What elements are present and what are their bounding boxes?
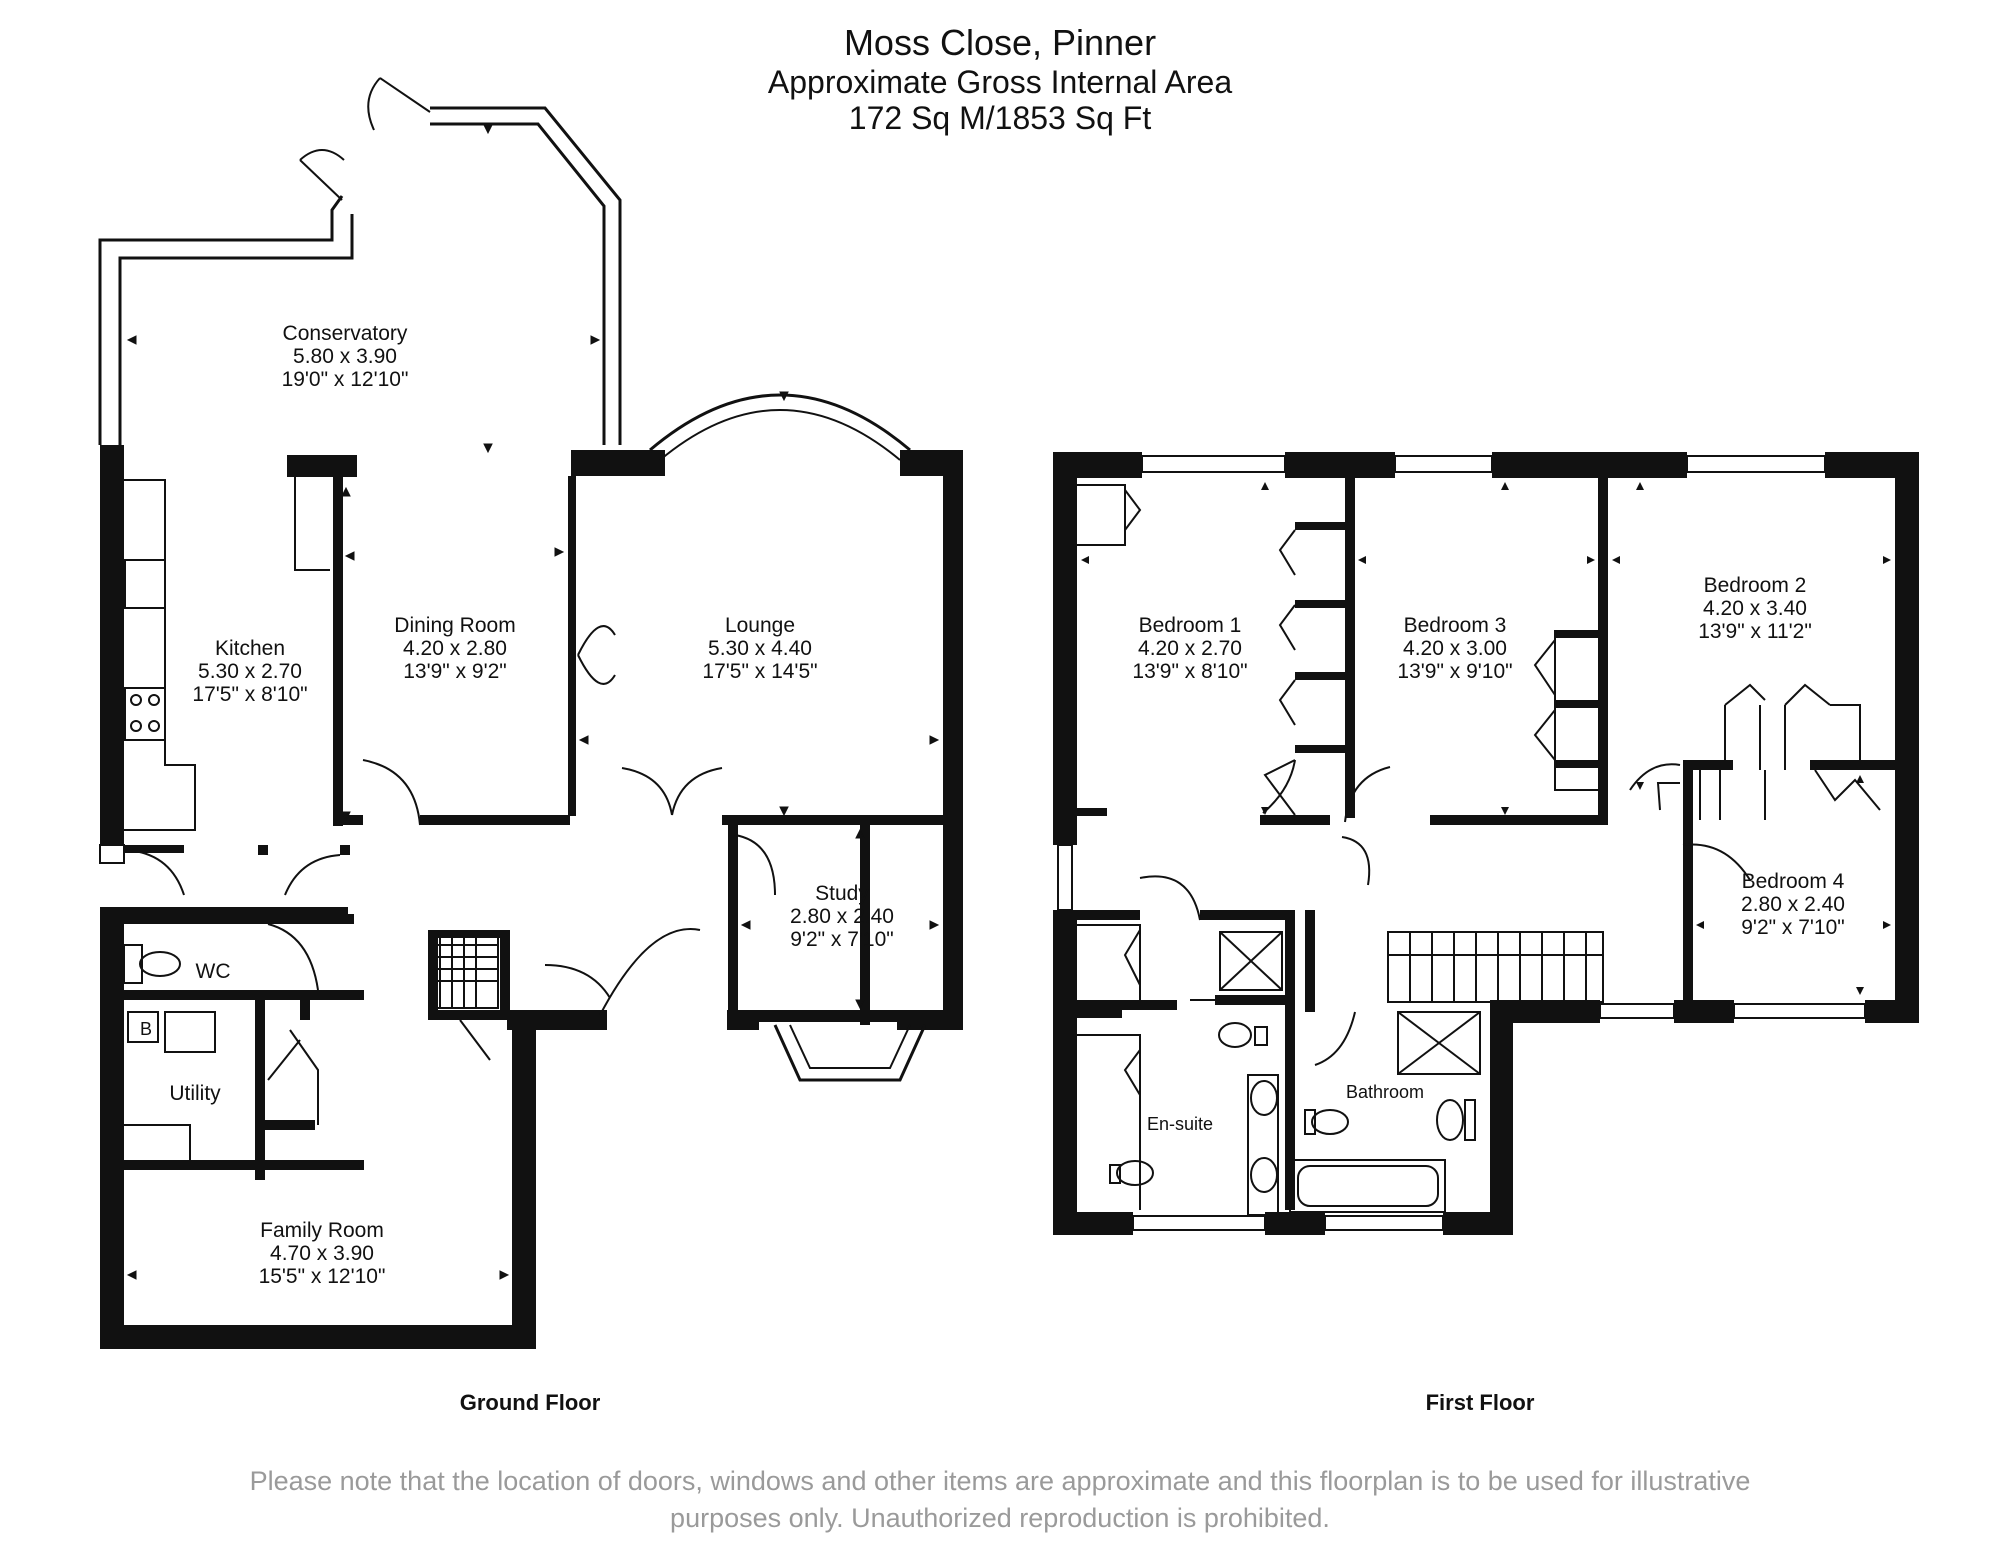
bedroom-3-imperial: 13'9" x 9'10" (1397, 660, 1512, 683)
bedroom-2-label: Bedroom 2 (1704, 574, 1807, 597)
disclaimer: Please note that the location of doors, … (160, 1463, 1840, 1537)
conservatory-doors (299, 77, 431, 201)
kitchen-metric: 5.30 x 2.70 (198, 660, 302, 683)
conservatory-metric: 5.80 x 3.90 (293, 345, 397, 368)
ground-dimension-arrows (126, 124, 940, 1280)
first-dimension-arrows (1081, 482, 1891, 995)
disclaimer-line-2: purposes only. Unauthorized reproduction… (670, 1503, 1330, 1533)
kitchen-imperial: 17'5" x 8'10" (192, 683, 307, 706)
first-floor-label: First Floor (1425, 1390, 1535, 1415)
bedroom-2-metric: 4.20 x 3.40 (1703, 597, 1807, 620)
bedroom-2-imperial: 13'9" x 11'2" (1698, 620, 1812, 643)
bedroom-1-metric: 4.20 x 2.70 (1138, 637, 1242, 660)
conservatory-frame (98, 106, 622, 445)
bedroom-4-label: Bedroom 4 (1742, 870, 1845, 893)
lounge-metric: 5.30 x 4.40 (708, 637, 812, 660)
plan-subtitle: Approximate Gross Internal Area (767, 64, 1233, 100)
conservatory-label: Conservatory (283, 322, 408, 345)
bedroom-1-imperial: 13'9" x 8'10" (1132, 660, 1247, 683)
family-room-metric: 4.70 x 3.90 (270, 1242, 374, 1265)
kitchen-label: Kitchen (215, 637, 285, 660)
lounge-label: Lounge (725, 614, 795, 637)
first-floor-plan (1053, 452, 1919, 1235)
bedroom-3-metric: 4.20 x 3.00 (1403, 637, 1507, 660)
en-suite-label: En-suite (1147, 1114, 1213, 1134)
study-metric: 2.80 x 2.40 (790, 905, 894, 928)
bedroom-3-label: Bedroom 3 (1404, 614, 1507, 637)
study-label: Study (815, 882, 869, 905)
bedroom-4-imperial: 9'2" x 7'10" (1741, 916, 1845, 939)
lounge-imperial: 17'5" x 14'5" (702, 660, 817, 683)
wc-label: WC (196, 960, 231, 983)
conservatory-imperial: 19'0" x 12'10" (282, 368, 409, 391)
family-room-imperial: 15'5" x 12'10" (259, 1265, 386, 1288)
dining-room-metric: 4.20 x 2.80 (403, 637, 507, 660)
dining-room-label: Dining Room (394, 614, 515, 637)
boiler-label: B (140, 1019, 152, 1039)
disclaimer-line-1: Please note that the location of doors, … (249, 1466, 1751, 1496)
bedroom-4-metric: 2.80 x 2.40 (1741, 893, 1845, 916)
ground-floor-label: Ground Floor (459, 1390, 601, 1415)
ground-floor-fixtures (105, 477, 776, 1345)
ground-floor-plan (98, 77, 963, 1349)
first-floor-fixtures (1057, 455, 1881, 1231)
plan-area: 172 Sq M/1853 Sq Ft (848, 100, 1152, 136)
dining-room-imperial: 13'9" x 9'2" (403, 660, 507, 683)
bathroom-label: Bathroom (1346, 1082, 1424, 1102)
study-imperial: 9'2" x 7'10" (790, 928, 894, 951)
utility-label: Utility (169, 1082, 221, 1105)
bedroom-1-label: Bedroom 1 (1139, 614, 1242, 637)
family-room-label: Family Room (260, 1219, 384, 1242)
plan-title: Moss Close, Pinner (843, 22, 1157, 63)
